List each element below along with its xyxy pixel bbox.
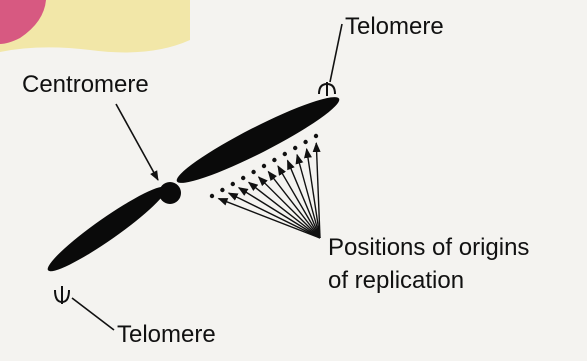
origin-dot — [251, 170, 255, 174]
origins-label: Positions of origins of replication — [328, 231, 529, 297]
chromosome-arm-lower — [42, 179, 173, 280]
centromere-label: Centromere — [22, 73, 149, 97]
origin-arrow — [288, 160, 320, 238]
chromosome-arm-upper — [171, 87, 345, 193]
origin-dot — [210, 194, 214, 198]
origin-dot — [272, 158, 276, 162]
origin-dot — [262, 164, 266, 168]
telomere-bottom-leader — [72, 298, 114, 330]
origin-dot — [293, 146, 297, 150]
origin-dot — [220, 188, 224, 192]
origin-dot — [241, 176, 245, 180]
origin-dot — [314, 134, 318, 138]
origins-label-line-2: of replication — [328, 264, 529, 297]
telomere-top-leader — [330, 24, 342, 82]
chromosome — [42, 87, 345, 279]
telomere-top-icon — [319, 82, 335, 96]
origin-dot — [283, 152, 287, 156]
origins-label-line-1: Positions of origins — [328, 231, 529, 264]
origin-arrow — [249, 182, 320, 238]
origin-dot — [231, 182, 235, 186]
origin-dot — [303, 140, 307, 144]
centromere — [159, 182, 181, 204]
telomere-top-label: Telomere — [345, 15, 444, 39]
telomere-bottom-label: Telomere — [117, 323, 216, 347]
corner-photo — [0, 0, 190, 52]
telomere-bottom-icon — [55, 286, 69, 304]
centromere-arrow — [116, 104, 158, 180]
